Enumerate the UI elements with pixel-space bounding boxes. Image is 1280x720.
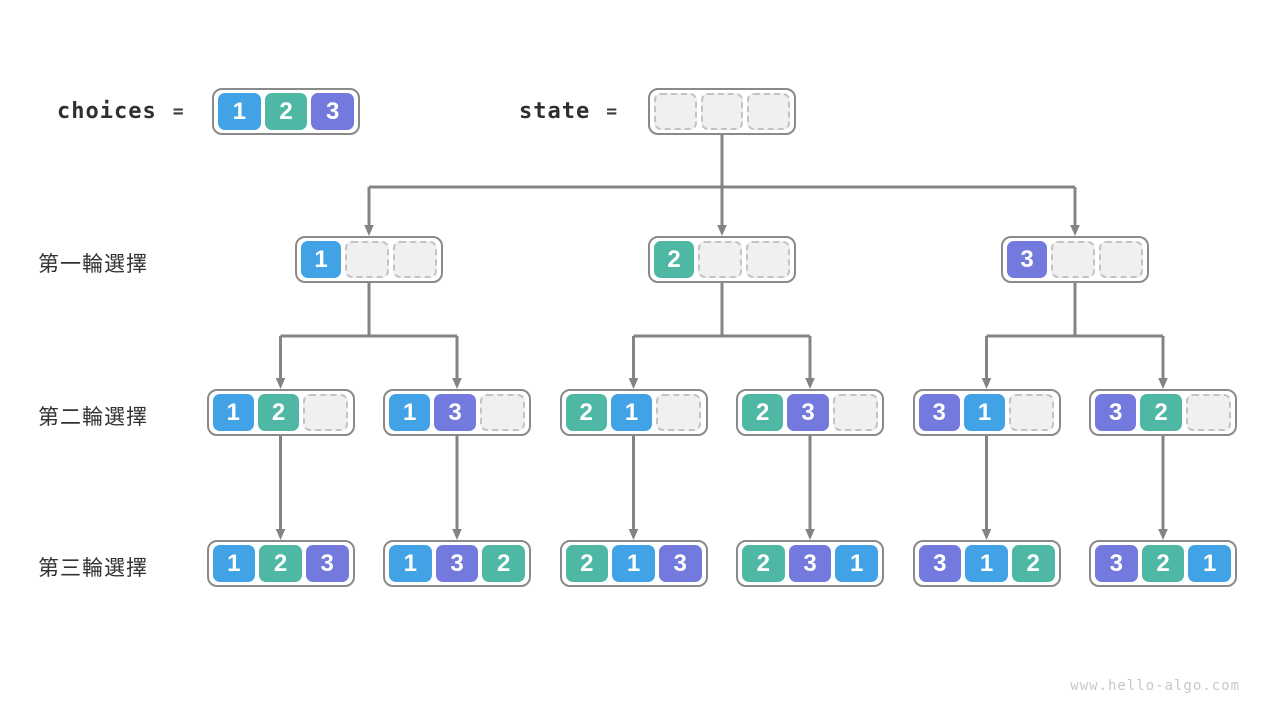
array-cell-1: 1 bbox=[612, 545, 655, 582]
array-cell-3: 3 bbox=[1095, 545, 1138, 582]
array-cell-empty bbox=[656, 394, 702, 431]
array-cell-3: 3 bbox=[1007, 241, 1047, 278]
state-equals-sign: = bbox=[606, 101, 618, 122]
array-cell-3: 3 bbox=[305, 545, 349, 582]
array-cell-2: 2 bbox=[1140, 394, 1182, 431]
array-cell-empty bbox=[746, 241, 790, 278]
array-cell-3: 3 bbox=[787, 394, 829, 431]
array-cell-3: 3 bbox=[658, 545, 702, 582]
array-cell-empty bbox=[747, 93, 791, 130]
array-cell-empty bbox=[345, 241, 389, 278]
round1-node-0: 1 bbox=[295, 236, 443, 283]
array-cell-empty bbox=[832, 394, 878, 431]
array-cell-2: 2 bbox=[259, 545, 302, 582]
array-cell-empty bbox=[654, 93, 697, 130]
choices-label-group: choices = bbox=[57, 88, 184, 135]
array-cell-3: 3 bbox=[918, 394, 960, 431]
array-cell-1: 1 bbox=[1188, 545, 1232, 582]
array-cell-1: 1 bbox=[212, 394, 254, 431]
array-cell-3: 3 bbox=[435, 545, 479, 582]
array-cell-1: 1 bbox=[965, 545, 1008, 582]
round1-node-2: 3 bbox=[1001, 236, 1149, 283]
array-cell-3: 3 bbox=[311, 93, 355, 130]
array-cell-2: 2 bbox=[482, 545, 526, 582]
array-cell-empty bbox=[1099, 241, 1143, 278]
choices-equals-sign: = bbox=[172, 101, 184, 122]
array-cell-empty bbox=[479, 394, 525, 431]
state-array bbox=[648, 88, 796, 135]
array-cell-2: 2 bbox=[257, 394, 300, 431]
array-cell-1: 1 bbox=[610, 394, 653, 431]
array-cell-1: 1 bbox=[389, 394, 431, 431]
array-cell-3: 3 bbox=[1095, 394, 1137, 431]
array-cell-2: 2 bbox=[565, 545, 609, 582]
array-cell-2: 2 bbox=[1011, 545, 1055, 582]
array-cell-2: 2 bbox=[565, 394, 607, 431]
array-cell-1: 1 bbox=[218, 93, 261, 130]
array-cell-empty bbox=[1185, 394, 1231, 431]
array-cell-empty bbox=[1051, 241, 1095, 278]
array-cell-2: 2 bbox=[742, 545, 785, 582]
array-cell-empty bbox=[698, 241, 742, 278]
round-2-label: 第二輪選擇 bbox=[38, 405, 148, 429]
array-cell-1: 1 bbox=[389, 545, 432, 582]
array-cell-2: 2 bbox=[742, 394, 784, 431]
array-cell-2: 2 bbox=[1141, 545, 1185, 582]
watermark: www.hello-algo.com bbox=[1070, 678, 1240, 694]
array-cell-1: 1 bbox=[835, 545, 879, 582]
state-label-group: state = bbox=[519, 88, 617, 135]
array-cell-empty bbox=[1009, 394, 1055, 431]
state-label: state bbox=[519, 99, 591, 124]
round-1-label: 第一輪選擇 bbox=[38, 252, 148, 276]
choices-label: choices bbox=[57, 99, 157, 124]
array-cell-2: 2 bbox=[654, 241, 694, 278]
round1-node-1: 2 bbox=[648, 236, 796, 283]
array-cell-empty bbox=[303, 394, 349, 431]
array-cell-1: 1 bbox=[212, 545, 256, 582]
array-cell-3: 3 bbox=[918, 545, 962, 582]
array-cell-empty bbox=[393, 241, 437, 278]
array-cell-3: 3 bbox=[434, 394, 476, 431]
array-cell-2: 2 bbox=[264, 93, 308, 130]
array-cell-empty bbox=[700, 93, 744, 130]
round-3-label: 第三輪選擇 bbox=[38, 556, 148, 580]
array-cell-1: 1 bbox=[301, 241, 341, 278]
array-cell-1: 1 bbox=[963, 394, 1006, 431]
array-cell-3: 3 bbox=[788, 545, 832, 582]
